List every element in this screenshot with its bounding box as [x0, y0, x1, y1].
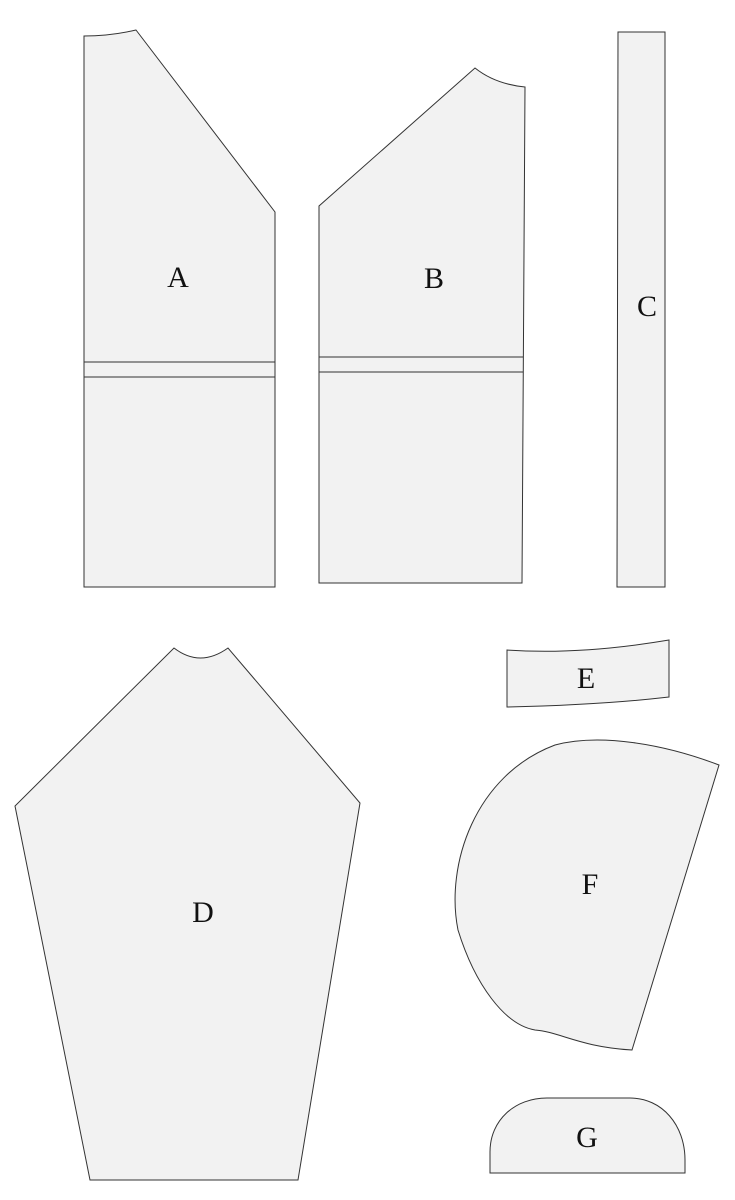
piece-a-label: A	[167, 261, 189, 294]
pattern-piece-f: F	[454, 739, 720, 1051]
pattern-piece-g: G	[489, 1097, 686, 1174]
piece-d-label: D	[192, 896, 214, 929]
piece-c-outline	[616, 31, 666, 588]
pattern-piece-c: C	[616, 31, 666, 588]
piece-f-label: F	[582, 868, 599, 901]
piece-a-outline	[83, 29, 276, 588]
piece-d-outline	[14, 647, 361, 1181]
pattern-piece-e: E	[506, 639, 670, 708]
piece-b-outline	[318, 67, 526, 584]
pattern-piece-a: A	[83, 29, 276, 588]
piece-g-label: G	[576, 1121, 598, 1154]
piece-c-label: C	[637, 290, 657, 323]
piece-b-label: B	[424, 262, 444, 295]
piece-e-label: E	[577, 662, 595, 695]
piece-e-outline	[506, 639, 670, 708]
pattern-piece-b: B	[318, 67, 526, 584]
pattern-piece-d: D	[14, 647, 361, 1181]
piece-g-outline	[489, 1097, 686, 1174]
piece-f-outline	[454, 739, 720, 1051]
